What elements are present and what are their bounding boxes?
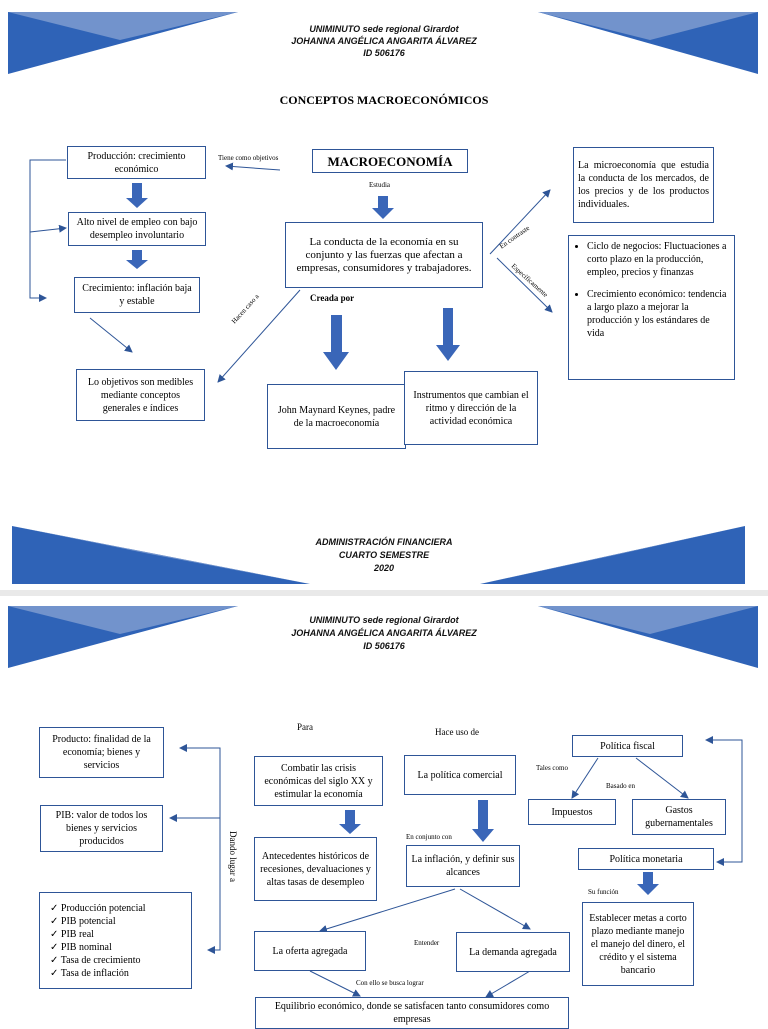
page-separator <box>0 590 768 596</box>
header2-author: JOHANNA ANGÉLICA ANGARITA ÁLVAREZ <box>291 628 477 638</box>
box-impuestos: Impuestos <box>528 799 616 825</box>
check-item: PIB real <box>50 928 146 941</box>
check-item: Tasa de crecimiento <box>50 954 146 967</box>
label-hacen-caso: Hacen caso a <box>230 292 261 326</box>
box-macroeconomia: MACROECONOMÍA <box>312 149 468 173</box>
box-keynes: John Maynard Keynes, padre de la macroec… <box>267 384 406 449</box>
box-crecimiento: Crecimiento: inflación baja y estable <box>74 277 200 313</box>
label-en-contraste: En contraste <box>498 224 532 251</box>
label-tiene-objetivos: Tiene como objetivos <box>218 154 279 162</box>
page-2: UNIMINUTO sede regional Girardot JOHANNA… <box>0 596 768 1029</box>
footer-line1: ADMINISTRACIÓN FINANCIERA <box>315 537 453 547</box>
box-microeconomia: La microeconomía que estudia la conducta… <box>573 147 714 223</box>
page-title: CONCEPTOS MACROECONÓMICOS <box>279 93 489 107</box>
check-item: Producción potencial <box>50 902 146 915</box>
footer-line3: 2020 <box>373 563 395 573</box>
box-politica-comercial: La política comercial <box>404 755 516 795</box>
label-con-ello: Con ello se busca lograr <box>356 979 424 987</box>
box-bullets: Ciclo de negocios: Fluctuaciones a corto… <box>568 235 735 380</box>
label-basado-en: Basado en <box>606 782 635 790</box>
check-item: PIB nominal <box>50 941 146 954</box>
box-combatir: Combatir las crisis económicas del siglo… <box>254 756 383 806</box>
check-item: PIB potencial <box>50 915 146 928</box>
box-empleo: Alto nivel de empleo con bajo desempleo … <box>68 212 206 246</box>
box-politica-fiscal: Política fiscal <box>572 735 683 757</box>
box-pib: PIB: valor de todos los bienes y servici… <box>40 805 163 852</box>
box-politica-monetaria: Política monetaria <box>578 848 714 870</box>
box-metas: Establecer metas a corto plazo mediante … <box>582 902 694 986</box>
box-produccion: Producción: crecimiento económico <box>67 146 206 179</box>
header2-id: ID 506176 <box>363 641 405 651</box>
label-para: Para <box>297 722 313 732</box>
label-en-conjunto: En conjunto con <box>406 833 452 841</box>
label-entender: Entender <box>414 939 440 947</box>
footer-line2: CUARTO SEMESTRE <box>338 550 430 560</box>
box-oferta: La oferta agregada <box>254 931 366 971</box>
header-author: JOHANNA ANGÉLICA ANGARITA ÁLVAREZ <box>291 36 477 46</box>
header-id: ID 506176 <box>363 48 405 58</box>
box-conducta: La conducta de la economía en su conjunt… <box>285 222 483 288</box>
box-checklist: Producción potencial PIB potencial PIB r… <box>39 892 192 989</box>
box-producto: Producto: finalidad de la economía; bien… <box>39 727 164 778</box>
header-institution: UNIMINUTO sede regional Girardot <box>309 24 459 34</box>
label-su-funcion: Su función <box>588 888 619 896</box>
label-tales-como: Tales como <box>536 764 568 772</box>
label-especificamente: Específicamente <box>509 262 550 299</box>
header2-institution: UNIMINUTO sede regional Girardot <box>309 615 459 625</box>
box-inflacion: La inflación, y definir sus alcances <box>406 845 520 887</box>
label-hace-uso: Hace uso de <box>435 727 479 737</box>
box-antecedentes: Antecedentes históricos de recesiones, d… <box>254 837 377 901</box>
box-instrumentos: Instrumentos que cambian el ritmo y dire… <box>404 371 538 445</box>
box-equilibrio: Equilibrio económico, donde se satisface… <box>255 997 569 1029</box>
bullet-crecimiento: Crecimiento económico: tendencia a largo… <box>587 288 728 340</box>
label-estudia: Estudia <box>369 181 390 189</box>
box-demanda: La demanda agregada <box>456 932 570 972</box>
check-item: Tasa de inflación <box>50 967 146 980</box>
page-1: UNIMINUTO sede regional Girardot JOHANNA… <box>0 0 768 590</box>
box-objetivos-medibles: Lo objetivos son medibles mediante conce… <box>76 369 205 421</box>
box-gastos: Gastos gubernamentales <box>632 799 726 835</box>
label-dando-lugar: Dando lugar a <box>228 831 238 882</box>
bullet-ciclo: Ciclo de negocios: Fluctuaciones a corto… <box>587 240 728 279</box>
label-creada-por: Creada por <box>310 293 355 303</box>
